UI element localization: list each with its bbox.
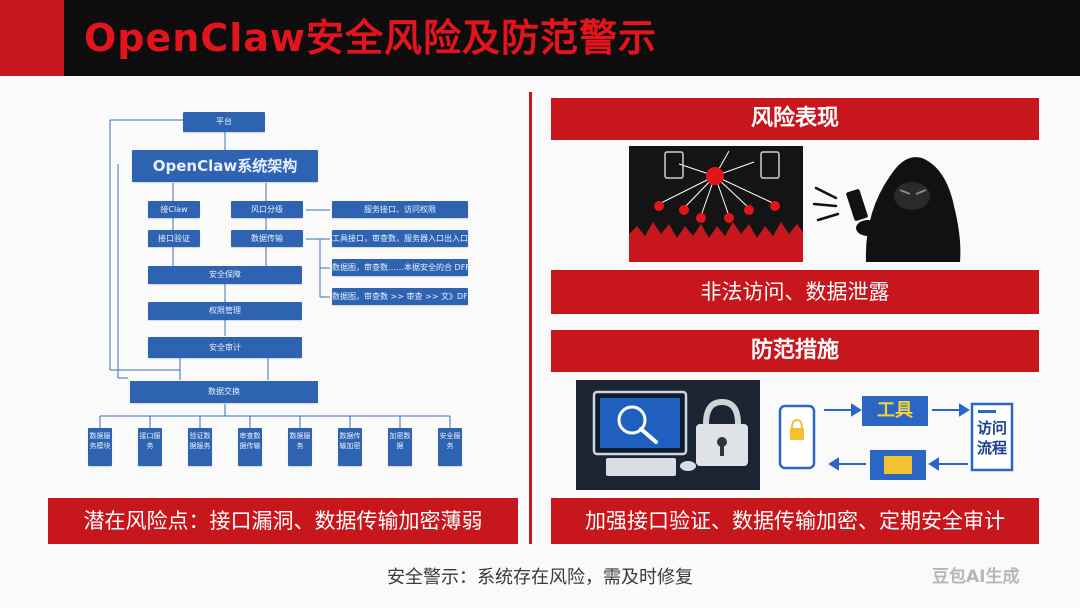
flow-main-box: OpenClaw系统架构: [132, 150, 318, 182]
defense-caption-bar: 加强接口验证、数据传输加密、定期安全审计: [551, 498, 1039, 544]
flow-bottom-box: 加密数据: [388, 428, 412, 466]
flow-mid-box-1: 安全保障: [148, 266, 302, 284]
defense-title-bar: 防范措施: [551, 330, 1039, 372]
flow-bottom-box: 安全服务: [438, 428, 462, 466]
watermark: 豆包AI生成: [932, 567, 1020, 587]
diagram-connectors: [99, 119, 451, 428]
flow-row2-left: 接口验证: [148, 230, 200, 247]
security-scan-illustration: [576, 380, 760, 490]
flow-right-box-4: 数据图，审查数 >> 审查 >> 文》DFF: [332, 288, 468, 305]
flow-bottom-box: 接口服务: [138, 428, 162, 466]
access-flow-diagram: 工具 访问 流程: [772, 384, 1022, 490]
center-divider: [529, 92, 532, 544]
flow-bottom-box: 数据服务: [288, 428, 312, 466]
page-title: OpenClaw安全风险及防范警示: [84, 16, 657, 60]
header-accent: [0, 0, 64, 76]
hacker-illustration: [808, 146, 968, 262]
flow-bottom-box: 验证数据服务: [188, 428, 212, 466]
flow-bottom-box: 审查数据传输: [238, 428, 262, 466]
left-caption-bar: 潜在风险点：接口漏洞、数据传输加密薄弱: [48, 498, 518, 544]
flow-mid-box-3: 安全审计: [148, 337, 302, 358]
flow-right-box-1: 服务接口、访问权限: [332, 201, 468, 218]
flow-right-box-2: 工具接口，审查数，服务器入口出入口: [332, 230, 468, 247]
flow-row2-right: 数据传输: [231, 230, 303, 247]
flow-top-box: 平台: [183, 112, 265, 132]
flow-row1-left: 接Claw: [148, 201, 200, 218]
header-bar: OpenClaw安全风险及防范警示: [0, 0, 1080, 76]
flow-row1-right: 风口分级: [231, 201, 303, 218]
flow-bus-box: 数据交换: [130, 381, 318, 403]
flow-access-label: 访问 流程: [976, 419, 1007, 457]
flow-tool-label: 工具: [877, 400, 913, 421]
flow-right-box-3: 数据图，审查数……本据安全的合 DFF: [332, 259, 468, 276]
risk-caption-bar: 非法访问、数据泄露: [551, 270, 1039, 314]
architecture-diagram: 平台 OpenClaw系统架构 接Claw 风口分级 接口验证 数据传输 服务接…: [88, 104, 508, 484]
footer-warning: 安全警示：系统存在风险，需及时修复: [387, 567, 693, 588]
flow-bottom-box: 数据传输加密: [338, 428, 362, 466]
flow-mid-box-2: 权限管理: [148, 302, 302, 320]
network-attack-illustration: [629, 146, 803, 262]
risk-title-bar: 风险表现: [551, 98, 1039, 140]
flow-bottom-box: 数据服务模块: [88, 428, 112, 466]
